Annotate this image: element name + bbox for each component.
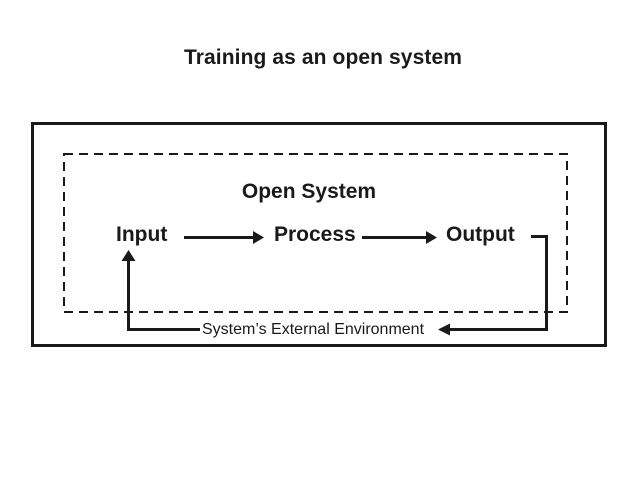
outer-boundary-box (31, 122, 607, 347)
node-process-label: Process (274, 223, 356, 246)
arrowhead-right-icon (426, 231, 437, 244)
external-environment-label: System’s External Environment (202, 321, 425, 338)
slide-title: Training as an open system (183, 46, 463, 69)
node-output-label: Output (446, 223, 515, 246)
arrowhead-left-icon (438, 323, 450, 336)
feedback-line-output-side (450, 235, 548, 331)
feedback-line-input-side (127, 259, 200, 331)
node-input-label: Input (116, 223, 168, 246)
open-system-label: Open System (241, 180, 377, 203)
arrowhead-up-icon (121, 250, 136, 261)
arrowhead-right-icon (253, 231, 264, 244)
